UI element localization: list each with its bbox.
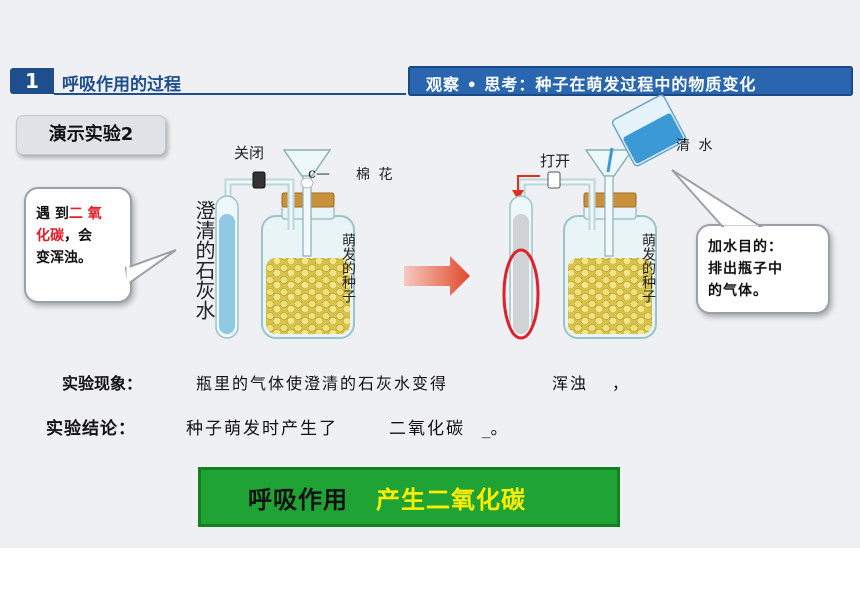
conclusion-text: 种子萌发时产生了 (186, 419, 338, 439)
topic-title: 观察 • 思考：种子在萌发过程中的物质变化 (426, 75, 757, 94)
observation-trail: ， (612, 374, 629, 393)
valve-closed-label: 关闭 (234, 144, 265, 162)
transition-arrow (404, 256, 470, 296)
observation-label: 实验现象： (62, 374, 143, 393)
summary-text: 呼吸作用 (248, 486, 348, 514)
section-title: 呼吸作用的过程 (62, 75, 181, 95)
water-label: 清 水 (676, 138, 715, 154)
topic-banner: 观察 • 思考：种子在萌发过程中的物质变化 (408, 66, 853, 96)
summary-highlight: 产生二氧化碳 (376, 486, 526, 514)
left-bubble-tail (124, 249, 177, 286)
clip-label: c— (308, 166, 330, 182)
right-bubble-tail (671, 169, 764, 227)
cotton-label: 棉 花 (356, 167, 395, 183)
section-number: 1 (10, 68, 54, 94)
header-underline (54, 93, 406, 95)
experiment-apparatus-illustration (124, 94, 764, 340)
right-seeds-label: 萌发的种子 (640, 233, 656, 303)
conclusion-answer: 二氧化碳 (389, 419, 465, 439)
callout-highlight: 二 氧 (68, 206, 102, 222)
callout-text: 变浑浊。 (36, 250, 92, 266)
callout-text: 加水目的： (708, 239, 783, 255)
slide: 1 呼吸作用的过程 观察 • 思考：种子在萌发过程中的物质变化 演示实验2 遇 … (0, 0, 860, 548)
observation-text: 瓶里的气体使澄清的石灰水变得 (196, 374, 449, 393)
right-apparatus (502, 94, 687, 340)
valve-open-label: 打开 (540, 152, 571, 170)
observation-answer: 浑浊 (552, 374, 589, 393)
conclusion-trail: _。 (482, 419, 508, 439)
callout-text: 遇 到 (36, 206, 69, 222)
left-apparatus (215, 149, 355, 339)
callout-highlight: 化碳 (36, 228, 64, 244)
summary-banner: 呼吸作用 产生二氧化碳 (198, 467, 620, 527)
callout-text: 排出瓶子中 (708, 261, 783, 277)
right-callout-bubble: 加水目的： 排出瓶子中 的气体。 (696, 224, 830, 314)
left-callout-bubble: 遇 到二 氧 化碳，会 变浑浊。 (24, 187, 132, 303)
conclusion-label: 实验结论： (46, 419, 136, 439)
callout-text: 的气体。 (708, 283, 768, 299)
callout-text: ，会 (64, 228, 92, 244)
limewater-label: 澄清的石灰水 (192, 200, 216, 320)
left-seeds-label: 萌发的种子 (340, 233, 356, 303)
demo-experiment-label: 演示实验2 (16, 115, 166, 155)
